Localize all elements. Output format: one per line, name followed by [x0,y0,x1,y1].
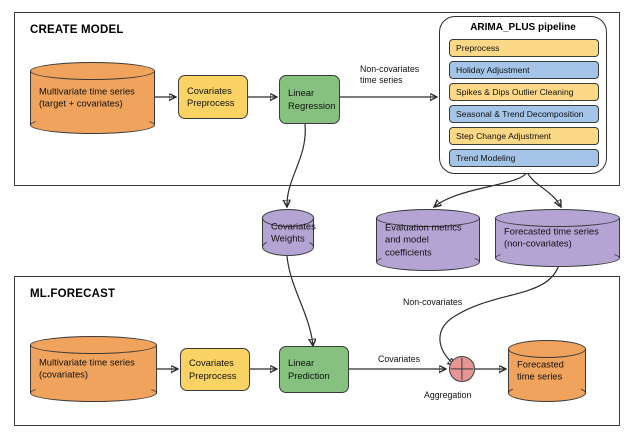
create-model-source-label: Multivariate time series (target + covar… [39,86,149,111]
arima-plus-pipeline-title: ARIMA_PLUS pipeline [470,22,576,33]
create-model-title: CREATE MODEL [30,24,124,36]
cylinder-bottom [30,116,155,134]
preprocess-line-2: Preprocess [189,369,237,381]
source-line-1: Multivariate time series [39,85,135,97]
artifact-line-1: Forecasted time series [504,225,599,237]
linear-prediction-box[interactable]: Linear Prediction [279,346,349,393]
aggregation-label: Aggregation [424,390,472,400]
linear-regression-box[interactable]: Linear Regression [279,75,340,124]
ml-forecast-source-cylinder: Multivariate time series (covariates) [30,336,157,402]
aggregation-cross-vertical [461,358,463,380]
pipeline-step-holiday-adjustment[interactable]: Holiday Adjustment [449,61,599,79]
preprocess-line-1: Covariates [187,84,232,96]
cylinder-top [262,209,314,227]
forecasted-noncovariates-cylinder: Forecasted time series (non-covariates) [495,209,620,267]
pipeline-step-step-change-adjustment[interactable]: Step Change Adjustment [449,127,599,145]
regression-line-1: Linear [288,87,315,99]
ml-forecast-title: ML.FORECAST [30,288,116,300]
covariates-weights-cylinder: Covariates Weights [262,209,316,256]
artifact-line-3: coefficients [385,246,432,258]
regression-line-2: Regression [288,99,336,111]
artifact-line-1: Covariates [271,220,316,232]
cylinder-top [508,340,586,358]
preprocess-label: Covariates Preprocess [181,357,240,382]
pipeline-step-label: Step Change Adjustment [456,131,552,141]
covariates-weights-label: Covariates Weights [271,220,316,245]
cylinder-bottom [262,238,314,256]
create-model-covariates-preprocess-box[interactable]: Covariates Preprocess [178,75,248,119]
pipeline-step-seasonal-trend-decomposition[interactable]: Seasonal & Trend Decomposition [449,105,599,123]
pipeline-step-preprocess[interactable]: Preprocess [449,39,599,57]
evaluation-metrics-label: Evaluation metrics and model coefficient… [385,221,474,258]
preprocess-line-2: Preprocess [187,97,235,108]
edge-label-non-covariates: Non-covariates [403,297,463,307]
create-model-source-cylinder: Multivariate time series (target + covar… [30,62,155,134]
pipeline-step-label: Trend Modeling [456,153,516,163]
cylinder-top [30,336,157,354]
ml-forecast-source-label: Multivariate time series (covariates) [39,357,151,382]
pipeline-step-spikes-dips-outlier-cleaning[interactable]: Spikes & Dips Outlier Cleaning [449,83,599,101]
cylinder-bottom [30,384,157,402]
prediction-line-2: Prediction [288,369,330,381]
ml-forecast-section [14,276,620,426]
preprocess-label: Covariates Preprocess [179,85,238,110]
output-line-1: Forecasted [517,358,564,370]
ml-forecast-output-label: Forecasted time series [517,359,580,384]
forecasted-noncovariates-label: Forecasted time series (non-covariates) [504,226,614,251]
aggregation-node[interactable] [449,356,475,382]
source-line-1: Multivariate time series [39,356,135,368]
artifact-line-2: Weights [271,232,305,244]
cylinder-bottom [508,384,586,402]
edge-label-covariates: Covariates [378,354,421,364]
pipeline-step-label: Spikes & Dips Outlier Cleaning [456,87,574,97]
evaluation-metrics-cylinder: Evaluation metrics and model coefficient… [376,209,480,271]
linear-prediction-label: Linear Prediction [280,357,334,382]
cylinder-top [30,62,155,80]
prediction-line-1: Linear [288,357,315,369]
cylinder-bottom [495,249,620,267]
artifact-line-2: (non-covariates) [504,238,572,249]
artifact-line-1: Evaluation metrics [385,221,462,233]
linear-regression-label: Linear Regression [280,87,339,112]
ml-forecast-covariates-preprocess-box[interactable]: Covariates Preprocess [180,348,250,391]
output-line-2: time series [517,371,563,382]
cylinder-top [495,209,620,227]
edge-label-non-covariates-time-series: Non-covariates time series [360,64,420,85]
cylinder-bottom [376,253,480,271]
preprocess-line-1: Covariates [189,357,234,369]
arima-plus-pipeline: ARIMA_PLUS pipeline Preprocess Holiday A… [439,16,607,174]
source-line-2: (target + covariates) [39,98,123,109]
pipeline-step-label: Seasonal & Trend Decomposition [456,109,584,119]
pipeline-step-trend-modeling[interactable]: Trend Modeling [449,149,599,167]
pipeline-step-label: Preprocess [456,43,500,53]
cylinder-top [376,209,480,227]
ml-forecast-output-cylinder: Forecasted time series [508,340,586,402]
create-model-section [14,12,620,186]
pipeline-step-label: Holiday Adjustment [456,65,530,75]
source-line-2: (covariates) [39,369,88,380]
artifact-line-2: and model [385,233,429,245]
